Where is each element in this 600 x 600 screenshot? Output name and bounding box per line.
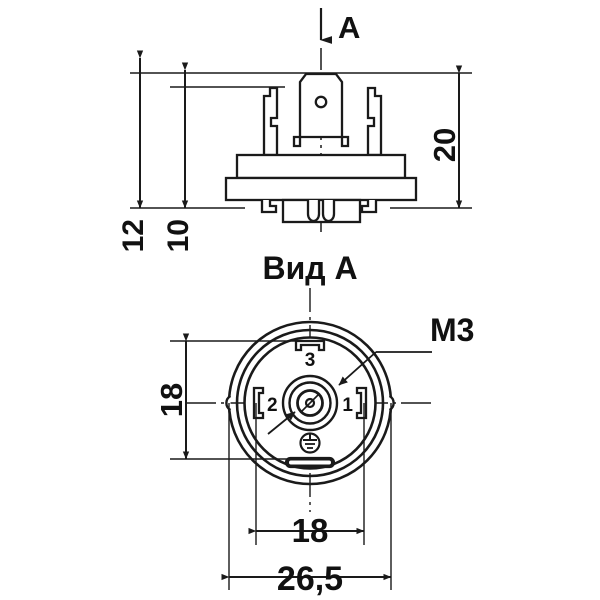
terminal-3-contact [294, 339, 326, 352]
latch-hook-left [260, 200, 278, 214]
bottom-keyway [284, 456, 336, 469]
section-label-a: A [338, 10, 360, 45]
dimension-10: 10 [162, 62, 195, 252]
bottom-view-group: Вид А M3 3 2 [154, 250, 474, 598]
dimension-12-text: 12 [117, 219, 150, 252]
socket-side-body [224, 72, 418, 224]
m3-label: M3 [430, 312, 474, 348]
bottom-view-title: Вид А [262, 250, 357, 286]
m3-thread-callout: M3 [267, 312, 474, 435]
dimension-12: 12 [117, 50, 150, 252]
dimension-20: 20 [427, 65, 463, 209]
terminal-2-label: 2 [267, 395, 278, 416]
dimension-18-vertical: 18 [154, 333, 190, 460]
dimension-265-text: 26,5 [277, 560, 343, 598]
flange-lower [224, 176, 418, 202]
dimension-20-text: 20 [427, 128, 462, 162]
ground-symbol-circle [299, 432, 321, 454]
blade-foot-left [292, 135, 302, 148]
skirt-prong-right [321, 200, 336, 223]
side-terminal-left [262, 86, 279, 157]
center-screw-slot [301, 394, 319, 412]
dimension-26-5: 26,5 [221, 560, 392, 598]
dimension-10-text: 10 [162, 219, 195, 252]
flange-upper [235, 153, 407, 180]
bottom-skirt [281, 198, 362, 224]
terminal-3-group [294, 339, 326, 352]
dimension-18-horizontal: 18 [248, 512, 365, 549]
blade-foot-right [340, 135, 350, 148]
dimension-18v-text: 18 [154, 383, 189, 417]
dimension-18h-text: 18 [292, 512, 329, 549]
m3-leader-arrow-upper [338, 351, 377, 386]
body-middle-ring [235, 328, 385, 478]
skirt-prong-left [306, 200, 321, 223]
bottom-keyway-inner [289, 460, 331, 465]
terminal-3-label: 3 [305, 350, 316, 371]
side-terminal-right [366, 86, 383, 157]
latch-hook-right [360, 200, 378, 214]
ground-symbol [299, 432, 321, 454]
side-view-group: A 12 10 20 [117, 8, 472, 252]
terminal-1-label: 1 [342, 395, 353, 416]
m3-leader-arrow-lower [267, 411, 296, 435]
blade-hole [314, 95, 328, 109]
section-arrow-a: A [319, 8, 360, 45]
